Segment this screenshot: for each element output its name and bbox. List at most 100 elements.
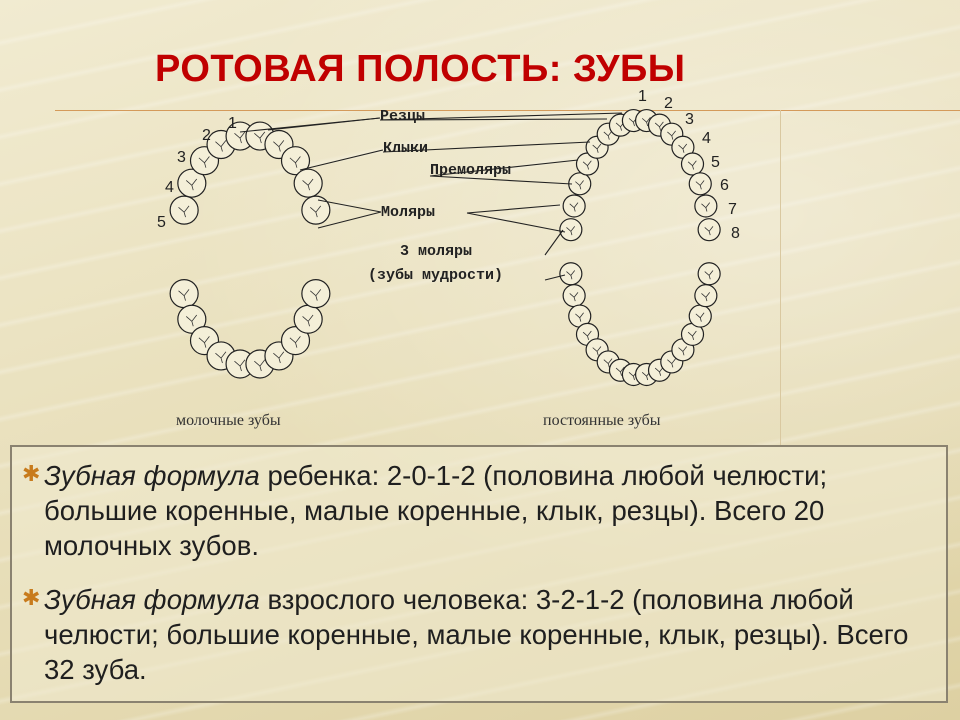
permanent-lower-tooth-fissure (566, 270, 576, 280)
left-number-1: 1 (228, 115, 237, 132)
permanent-lower-tooth-fissure (695, 312, 705, 322)
caption-deciduous-teeth: молочные зубы (176, 412, 281, 429)
permanent-lower-tooth-fissure (704, 270, 714, 280)
leader-line (317, 199, 382, 213)
label-third-molars: 3 моляры (400, 243, 472, 260)
permanent-upper-tooth-fissure (566, 226, 576, 236)
permanent-lower-tooth-fissure (603, 358, 613, 368)
label-wisdom-teeth: (зубы мудрости) (368, 267, 503, 284)
permanent-upper-tooth (697, 218, 721, 242)
permanent-lower-tooth-fissure (582, 330, 592, 340)
deciduous-lower-tooth-fissure (310, 289, 322, 301)
right-number-6: 6 (720, 177, 729, 194)
caption-permanent-teeth: постоянные зубы (543, 412, 661, 429)
permanent-upper-tooth-fissure (704, 226, 714, 236)
permanent-lower-tooth (697, 262, 721, 286)
deciduous-upper-tooth-fissure (178, 205, 190, 218)
deciduous-upper-tooth (301, 195, 331, 225)
deciduous-upper-tooth-fissure (198, 156, 210, 168)
right-number-8: 8 (731, 225, 740, 242)
label-incisors: Резцы (380, 108, 425, 125)
teeth-diagram: Резцы Клыки Премоляры Моляры 3 моляры (з… (157, 88, 740, 429)
permanent-upper-tooth (568, 172, 592, 196)
deciduous-upper-tooth-fissure (310, 205, 322, 218)
leader-line (544, 229, 564, 256)
permanent-lower-tooth-fissure (687, 330, 697, 340)
permanent-lower-tooth-fissure (701, 292, 711, 302)
bullet-text: взрослого человека: 3-2-1-2 (половина лю… (44, 584, 909, 685)
deciduous-lower-tooth-fissure (254, 359, 266, 372)
vertical-divider (780, 110, 781, 445)
title-divider (55, 110, 960, 111)
permanent-upper-tooth (688, 172, 712, 196)
bullet-child-formula: ✱ Зубная формула ребенка: 2-0-1-2 (полов… (22, 458, 944, 563)
deciduous-lower-tooth-fissure (302, 314, 314, 327)
leader-line (544, 274, 566, 281)
permanent-lower-tooth-fissure (592, 346, 602, 356)
permanent-upper-tooth-fissure (582, 160, 592, 170)
deciduous-upper-tooth-fissure (273, 140, 285, 152)
permanent-upper-tooth-fissure (667, 130, 676, 140)
deciduous-upper-tooth-fissure (234, 131, 246, 144)
deciduous-lower-tooth (301, 279, 331, 309)
deciduous-lower-tooth (293, 304, 323, 334)
leader-line (379, 118, 608, 121)
bullet-text: ребенка: 2-0-1-2 (половина любой челюсти… (44, 460, 828, 561)
leader-line (382, 141, 591, 153)
deciduous-upper-tooth-fissure (289, 156, 301, 168)
left-number-3: 3 (177, 149, 186, 166)
permanent-lower-tooth-fissure (654, 366, 664, 376)
permanent-lower-tooth-fissure (615, 366, 625, 376)
leader-line (379, 112, 623, 121)
permanent-upper-tooth-fissure (654, 121, 664, 131)
deciduous-lower-tooth-fissure (273, 351, 285, 364)
deciduous-lower-tooth (280, 325, 311, 356)
leader-line (267, 117, 381, 131)
permanent-upper-tooth-fissure (687, 160, 697, 170)
deciduous-upper-tooth-fissure (185, 178, 198, 191)
permanent-lower-tooth (559, 262, 583, 286)
leader-line (317, 211, 382, 229)
permanent-lower-tooth-fissure (667, 358, 676, 368)
permanent-upper-tooth-fissure (701, 202, 711, 212)
permanent-upper-tooth (562, 194, 586, 218)
bullet-star-icon: ✱ (22, 461, 41, 486)
deciduous-lower-tooth-fissure (198, 336, 210, 348)
bullet-star-icon: ✱ (22, 585, 41, 610)
permanent-upper-tooth-fissure (695, 180, 705, 190)
left-number-5: 5 (157, 214, 166, 231)
leader-line (429, 175, 573, 185)
deciduous-lower-tooth-fissure (234, 359, 246, 372)
leader-line (466, 212, 566, 233)
left-number-4: 4 (165, 179, 174, 196)
permanent-upper-tooth (559, 218, 583, 242)
right-number-7: 7 (728, 201, 737, 218)
permanent-upper-tooth (680, 152, 705, 176)
permanent-lower-tooth-fissure (569, 292, 579, 302)
right-number-2: 2 (664, 95, 673, 112)
permanent-teeth-arches (559, 108, 721, 387)
deciduous-upper-tooth-fissure (254, 131, 266, 144)
bullet-emphasis: Зубная формула (44, 584, 260, 615)
deciduous-lower-tooth-fissure (215, 351, 227, 364)
permanent-lower-tooth (562, 284, 586, 308)
right-number-1: 1 (638, 88, 647, 105)
label-molars: Моляры (381, 204, 435, 221)
deciduous-lower-tooth-fissure (289, 336, 301, 348)
permanent-lower-tooth-fissure (575, 312, 584, 322)
permanent-upper-tooth-fissure (592, 143, 602, 153)
slide-title: РОТОВАЯ ПОЛОСТЬ: ЗУБЫ (155, 48, 686, 90)
bullet-adult-formula: ✱ Зубная формула взрослого человека: 3-2… (22, 582, 944, 687)
deciduous-lower-tooth-fissure (178, 289, 190, 301)
leader-line (429, 159, 579, 177)
deciduous-upper-tooth (169, 195, 199, 225)
permanent-upper-tooth-fissure (569, 202, 579, 212)
permanent-lower-tooth-fissure (678, 346, 688, 356)
deciduous-upper-tooth-fissure (302, 178, 314, 191)
permanent-upper-tooth-fissure (603, 130, 613, 140)
leader-line (299, 149, 384, 171)
deciduous-upper-tooth-fissure (215, 140, 227, 152)
bullet-emphasis: Зубная формула (44, 460, 260, 491)
label-leader-lines (239, 112, 623, 281)
right-number-3: 3 (685, 111, 694, 128)
